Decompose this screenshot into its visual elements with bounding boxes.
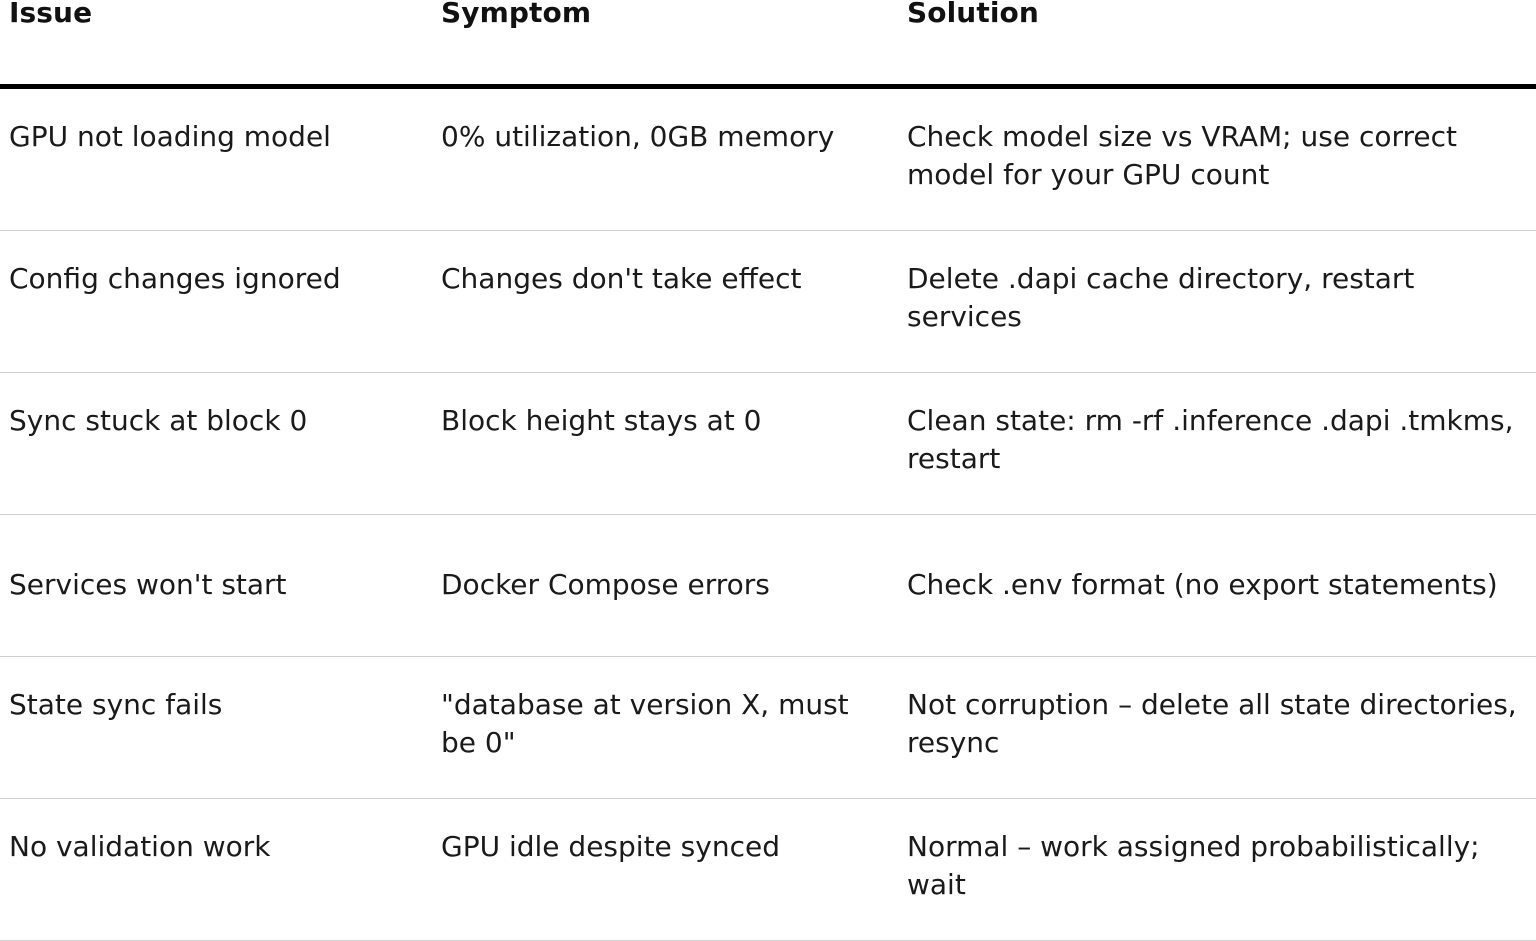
cell-solution: Check .env format (no export statements) (907, 568, 1498, 601)
cell-symptom: "database at version X, must be 0" (441, 688, 849, 759)
cell-solution: Check model size vs VRAM; use correct mo… (907, 120, 1457, 191)
cell-symptom: GPU idle despite synced (441, 830, 780, 863)
cell-solution: Not corruption – delete all state direct… (907, 688, 1517, 759)
cell-solution: Normal – work assigned probabilistically… (907, 830, 1480, 901)
table-row: Services won't start Docker Compose erro… (0, 515, 1536, 657)
cell-solution: Delete .dapi cache directory, restart se… (907, 262, 1415, 333)
cell-solution: Clean state: rm -rf .inference .dapi .tm… (907, 404, 1514, 475)
cell-symptom: Docker Compose errors (441, 568, 770, 601)
table-row: GPU not loading model 0% utilization, 0G… (0, 89, 1536, 231)
header-solution: Solution (907, 0, 1039, 29)
cell-symptom: 0% utilization, 0GB memory (441, 120, 835, 153)
cell-issue: Sync stuck at block 0 (9, 404, 308, 437)
table-header-row: Issue Symptom Solution (0, 0, 1536, 89)
cell-issue: State sync fails (9, 688, 223, 721)
table-row: State sync fails "database at version X,… (0, 657, 1536, 799)
table-row: No validation work GPU idle despite sync… (0, 799, 1536, 941)
cell-issue: Services won't start (9, 568, 287, 601)
table-row: Config changes ignored Changes don't tak… (0, 231, 1536, 373)
header-issue: Issue (9, 0, 93, 29)
table-row: Sync stuck at block 0 Block height stays… (0, 373, 1536, 515)
cell-issue: GPU not loading model (9, 120, 331, 153)
cell-symptom: Block height stays at 0 (441, 404, 762, 437)
cell-issue: Config changes ignored (9, 262, 341, 295)
header-symptom: Symptom (441, 0, 592, 29)
cell-symptom: Changes don't take effect (441, 262, 802, 295)
cell-issue: No validation work (9, 830, 271, 863)
